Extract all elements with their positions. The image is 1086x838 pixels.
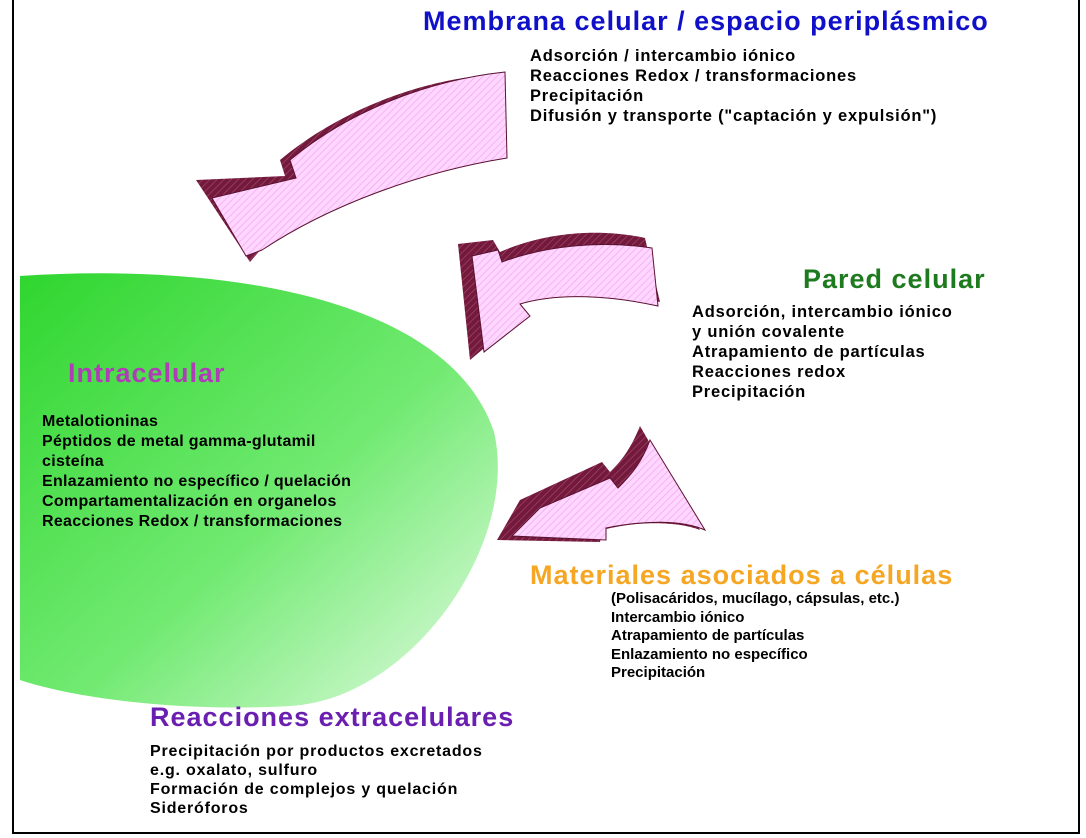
materiales-list: (Polisacáridos, mucílago, cápsulas, etc.… [611, 590, 899, 683]
list-item: Sideróforos [150, 800, 249, 817]
list-item: Enlazamiento no específico / quelación [42, 473, 352, 490]
extracelulares-title: Reacciones extracelulares [150, 702, 515, 732]
list-item: Compartamentalización en organelos [42, 493, 337, 510]
extracelulares-list: Precipitación por productos excretados e… [150, 742, 483, 818]
list-item: Adsorción / intercambio iónico [530, 47, 797, 65]
list-item: Reacciones Redox / transformaciones [42, 513, 343, 530]
pared-title: Pared celular [803, 264, 986, 294]
list-item: Precipitación [692, 383, 807, 401]
list-item: Reacciones Redox / transformaciones [530, 67, 857, 85]
list-item: e.g. oxalato, sulfuro [150, 762, 318, 779]
intracelular-list: Metalotioninas Péptidos de metal gamma-g… [42, 412, 351, 532]
list-item: Precipitación [611, 664, 706, 681]
membrana-list: Adsorción / intercambio iónico Reaccione… [530, 46, 937, 126]
list-item: Péptidos de metal gamma-glutamil [42, 433, 316, 450]
cell-shape [20, 273, 498, 708]
list-item: Intercambio iónico [611, 608, 745, 626]
list-item: Difusión y transporte ("captación y expu… [530, 107, 938, 125]
membrana-title: Membrana celular / espacio periplásmico [423, 6, 989, 36]
arrow-membrana [196, 71, 508, 262]
list-item: Metalotioninas [42, 413, 159, 430]
materiales-title: Materiales asociados a células [530, 560, 954, 590]
list-item: Adsorción, intercambio iónico [692, 303, 953, 321]
list-item: Atrapamiento de partículas [611, 627, 805, 644]
intracelular-title: Intracelular [68, 358, 226, 388]
list-item: cisteína [42, 453, 104, 470]
list-item: Atrapamiento de partículas [692, 343, 926, 361]
list-item: (Polisacáridos, mucílago, cápsulas, etc.… [611, 590, 900, 607]
list-item: Reacciones redox [692, 363, 847, 381]
arrow-pared [458, 232, 660, 360]
list-item: Precipitación [530, 87, 645, 105]
diagram-frame [12, 0, 1080, 834]
list-item: Formación de complejos y quelación [150, 781, 459, 798]
pared-list: Adsorción, intercambio iónico y unión co… [692, 302, 953, 402]
list-item: Precipitación por productos excretados [150, 743, 483, 760]
list-item: Enlazamiento no específico [611, 645, 808, 663]
list-item: y unión covalente [692, 323, 845, 341]
arrow-materiales [497, 426, 707, 542]
